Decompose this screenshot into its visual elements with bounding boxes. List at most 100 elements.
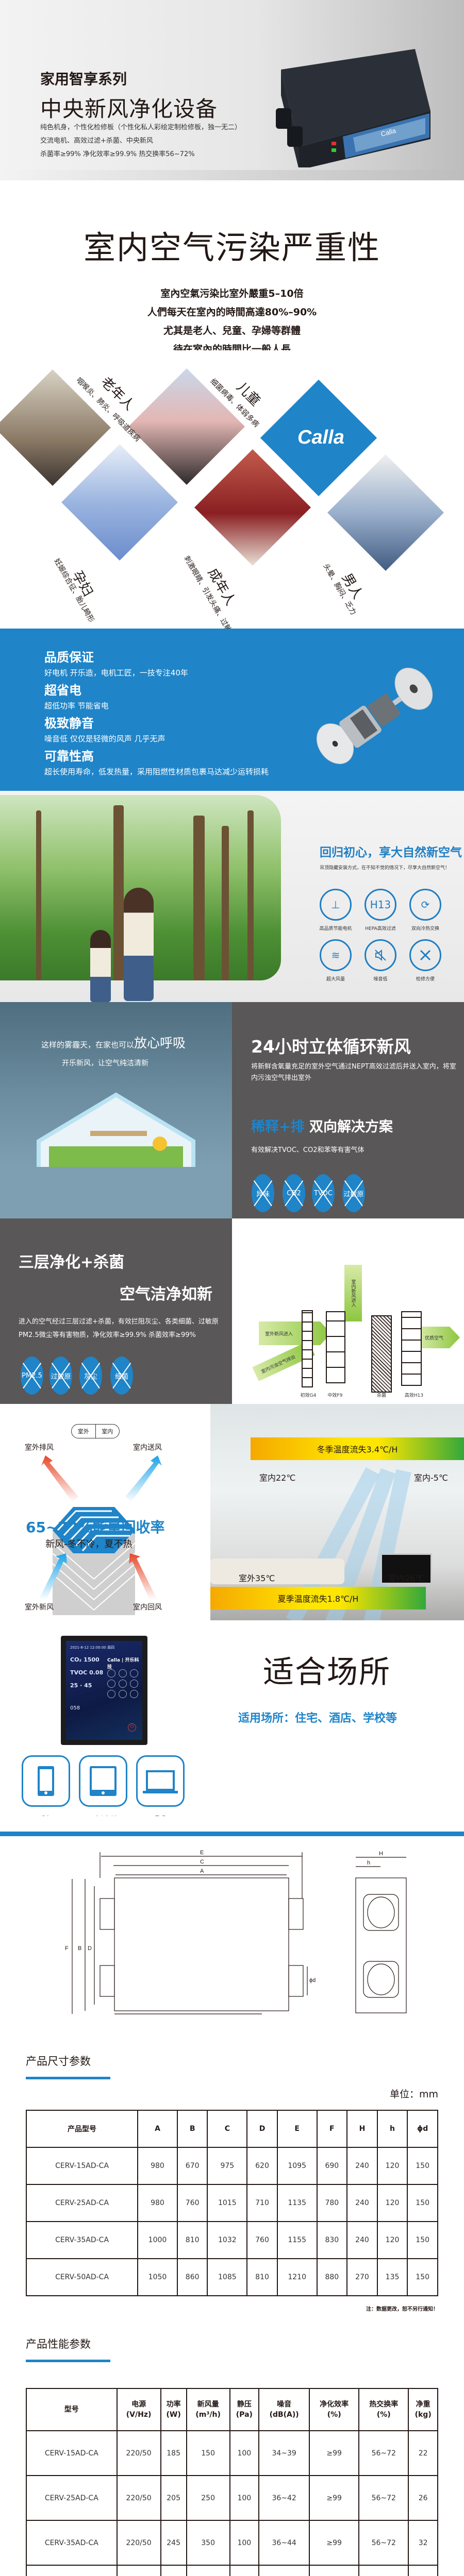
device-label: 平板电脑 (79, 1814, 127, 1816)
section-divider (0, 1816, 464, 1847)
energy-recovery-rate: 65~72%能量回收率 (26, 1519, 165, 1536)
brand-logo: Calla (297, 427, 344, 448)
mother-figure (124, 888, 154, 1001)
device-pc (136, 1755, 185, 1807)
fresh-air-nature-section: 回归初心，享大自然新空气 吊顶隐藏安装方式，在不知不觉的情况下，尽享大自然新空气… (0, 791, 464, 1002)
screen-tvoc: TVOC 0.08 (70, 1669, 104, 1676)
control-panel-image: 2021-8-12 12:00:00 周四 CO₂ 1500 TVOC 0.08… (61, 1636, 147, 1745)
pollution-section: 室内空气污染严重性 室內空氣污染比室外嚴重5–10倍 人們每天在室內的時間高達8… (0, 180, 464, 350)
haze-slogan: 开乐新风，让空气纯洁清新 (62, 1059, 148, 1067)
pollutant-odor-icon: 异味 (252, 1174, 274, 1212)
exchange-cycle-icon: ⟳ (409, 889, 441, 921)
purify-subtitle: 空气洁净如新 (120, 1285, 212, 1303)
summer-outdoor-temp: 室外35℃ (239, 1573, 275, 1583)
heat-exchange-section: 室外室内 室外排风 室内送风 65~72%能量回收率 新风-冬不冷，夏不热 (0, 1404, 464, 1620)
purification-info: 三层净化+杀菌 空气洁净如新 进入的空气经过三层过滤+杀菌，有效拦阻灰尘、各类细… (0, 1218, 232, 1404)
unit-label: 单位：mm (389, 2089, 438, 2100)
hero-bottom-strip (0, 170, 464, 180)
clean-house-illustration (37, 1092, 195, 1167)
heat-exchange-core (53, 1507, 135, 1615)
feature-hepa: H13 HEPA高效过滤 (364, 889, 397, 931)
quality-desc: 好电机 开乐造，电机工匠，一技专注40年 (44, 668, 188, 677)
airflow-out-arrows (41, 1455, 162, 1502)
supply-label: 室内送风 (133, 1444, 162, 1452)
performance-heading: 产品性能参数 (26, 2338, 91, 2350)
winter-indoor-temp: 室内22℃ (259, 1473, 296, 1483)
scene-subtitle: 适用场所：住宅、酒店、学校等 (238, 1712, 397, 1725)
summer-indoor-temp: 室内26℃ (388, 1573, 425, 1583)
filter-label: 中效F9 (327, 1393, 343, 1398)
h13-filter-icon: H13 (364, 889, 396, 921)
forest-window-image (0, 795, 281, 1002)
quality-title: 超省电 (44, 683, 81, 698)
filter-f9 (326, 1311, 345, 1383)
hero-banner: 家用智享系列 中央新风净化设备 纯色机身，个性化检修板（个性化私人彩绘定制检修板… (0, 0, 464, 170)
svg-text:C: C (200, 1859, 204, 1865)
heading-underline (26, 2360, 110, 2362)
screen-co2: CO₂ 1500 (70, 1656, 100, 1663)
sterilizer-module (371, 1315, 392, 1393)
room-temperature-illustration: 冬季温度流失3.4℃/H 室内22℃ 室内-5℃ 室外35℃ 室内26℃ 夏季温… (210, 1404, 464, 1620)
child-figure (90, 930, 111, 1002)
motor-icon: ⊥ (320, 889, 352, 921)
feature-line: 纯色机身，个性化检修板（个性化私人彩绘定制检修板，独一无二） (40, 124, 242, 131)
haze-panel: 这样的雾霾天，在家也可以放心呼吸 开乐新风，让空气纯洁清新 (0, 1002, 232, 1167)
product-series: 家用智享系列 (40, 71, 127, 88)
winter-outdoor-temp: 室内-5℃ (414, 1473, 448, 1483)
pollution-line: 尤其是老人、兒童、孕婦等群體 (163, 325, 301, 336)
table-header-row: 型号 电源(V/Hz) 功率(W) 新风量(m³/h) 静压(Pa) 噪音(dB… (26, 2388, 438, 2431)
device-label: PC (136, 1814, 185, 1816)
screen-mode-buttons (107, 1669, 139, 1698)
clean-air-out-arrow: 优质空气 (419, 1327, 460, 1348)
summer-loss-bar: 夏季温度流失1.8℃/H (210, 1587, 426, 1609)
pollutant-tvoc-icon: TVOC (312, 1174, 335, 1212)
purify-desc: 进入的空气经过三层过滤+杀菌，有效拦阻灰尘、各类细菌、过敏原PM2.5微尘等有害… (19, 1318, 219, 1339)
pollutant-allergen-icon: 过敏原 (49, 1357, 72, 1395)
svg-text:A: A (200, 1868, 204, 1874)
table-note: 注：数据更改，恕不另行通知！ (366, 2307, 438, 2312)
screen-datetime: 2021-8-12 12:00:00 周四 (70, 1646, 115, 1650)
filter-diagram: 室外新风进入 室内新风进入 优质空气 室内污浊空气排出 初效G4 中效F9 杀菌… (232, 1218, 464, 1404)
circulation-desc: 将新鲜含氧量充足的室外空气通过NEPT高效过滤后并送入室内，将室内污浊空气排出室… (251, 1063, 456, 1082)
svg-text:ϕd: ϕd (309, 1977, 316, 1984)
quality-desc: 超低功率 节能省电 (44, 701, 109, 710)
filter-label: 初效G4 (300, 1393, 317, 1398)
pollution-line: 室內空氣污染比室外嚴重5–10倍 (160, 288, 304, 299)
quality-item: 极致静音 噪音低 仅仅是轻微的风声 几乎无声 (44, 713, 165, 744)
motor-exploded-image (316, 667, 433, 765)
feature-low-noise: 噪音低 (364, 939, 397, 982)
outdoor-indoor-toggle: 室外室内 (71, 1424, 120, 1438)
performance-table: 型号 电源(V/Hz) 功率(W) 新风量(m³/h) 静压(Pa) 噪音(dB… (26, 2388, 438, 2576)
filter-g4 (302, 1310, 313, 1387)
product-title: 中央新风净化设备 (40, 96, 218, 122)
table-row: CERV-50AD-CA220/504355008042~51≥9956~723… (26, 2565, 438, 2576)
device-phone (22, 1755, 70, 1807)
device-tablet (79, 1755, 127, 1807)
feature-motor: ⊥ 高品质节能电机 (319, 889, 352, 931)
pollution-title: 室内空气污染严重性 (83, 229, 380, 266)
return-air-label: 室内回风 (133, 1603, 162, 1612)
pollutant-co2-icon: CO2 (283, 1174, 305, 1212)
control-screen: 2021-8-12 12:00:00 周四 CO₂ 1500 TVOC 0.08… (66, 1641, 142, 1740)
quality-title: 极致静音 (44, 716, 94, 731)
screen-temp-humidity: 25 · 45 (70, 1682, 92, 1689)
pollutant-allergen-icon: 过敏原 (342, 1174, 365, 1212)
man-photo (327, 454, 444, 571)
feature-line: 杀菌率≥99% 净化效率≥99.9% 热交换率56~72% (40, 150, 195, 158)
quality-item: 可靠性高 超长使用寿命，低发热量，采用阻燃性材质包裹马达减少运转损耗 (44, 746, 269, 777)
pollutant-dust-icon: 灰尘 (79, 1357, 102, 1395)
pollutant-bacteria-icon: 细菌 (110, 1357, 133, 1395)
screen-pm: 058 (70, 1705, 80, 1711)
tablet-icon (90, 1766, 117, 1796)
pollution-line: 人們每天在室內的時間高達80%–90% (147, 307, 317, 318)
fresh-air-in-label: 室外新风 (25, 1603, 54, 1612)
smart-control-section: 2021-8-12 12:00:00 周四 CO₂ 1500 TVOC 0.08… (0, 1620, 464, 1816)
power-icon: ⏻ (128, 1723, 136, 1732)
pregnant-photo (61, 444, 178, 561)
quality-title: 可靠性高 (44, 749, 94, 764)
